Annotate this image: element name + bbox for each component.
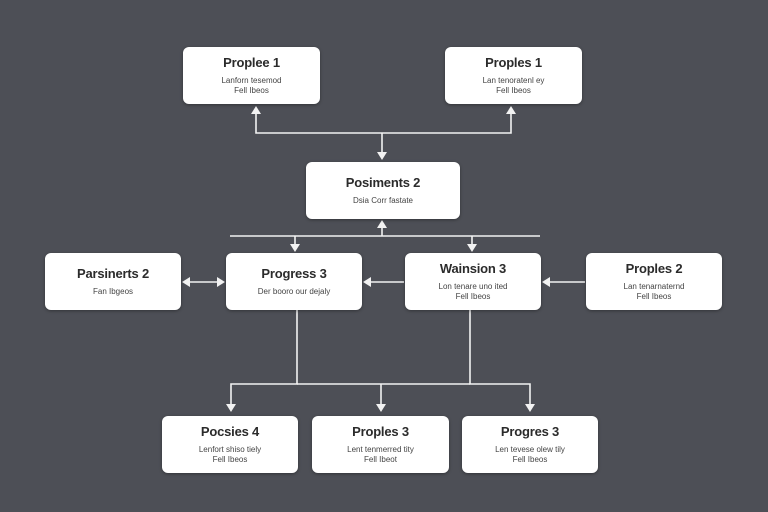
arrowhead — [377, 152, 387, 160]
node-bottom-right[interactable]: Progres 3 Len tevese olew tily Fell Ibeo… — [462, 416, 598, 473]
node-subtitle: Lan tenarnaternd — [623, 282, 685, 291]
node-title: Posiments 2 — [345, 175, 421, 190]
node-title: Pocsies 4 — [200, 424, 260, 439]
node-center[interactable]: Posiments 2 Dsia Corr fastate — [306, 162, 460, 219]
node-title: Progres 3 — [500, 424, 560, 439]
node-subtitle: Fell Ibeos — [455, 292, 491, 301]
node-subtitle: Fell Ibeos — [496, 86, 531, 95]
node-title: Proples 1 — [485, 55, 542, 70]
node-title: Proples 2 — [625, 261, 683, 276]
arrowhead — [542, 277, 550, 287]
node-mid-left[interactable]: Progress 3 Der booro our dejaly — [226, 253, 362, 310]
node-top-left[interactable]: Proplee 1 Lanforn tesemod Fell Ibeos — [183, 47, 320, 104]
node-subtitle: Lanforn tesemod — [221, 76, 282, 85]
node-title: Parsinerts 2 — [76, 266, 150, 281]
node-subtitle: Lan tenoratenl ey — [482, 76, 545, 85]
node-mid-far-left[interactable]: Parsinerts 2 Fan Ibgeos — [45, 253, 181, 310]
node-subtitle: Fell Ibeos — [234, 86, 269, 95]
connector-center-to-top — [255, 112, 512, 134]
node-mid-right[interactable]: Wainsion 3 Lon tenare uno ited Fell Ibeo… — [405, 253, 541, 310]
arrowhead — [217, 277, 225, 287]
node-bottom-mid[interactable]: Proples 3 Lent tenmerred tity Fell Ibeot — [312, 416, 449, 473]
connector-midleft-bottom — [230, 310, 298, 406]
node-subtitle: Der booro our dejaly — [257, 287, 331, 296]
arrowhead — [525, 404, 535, 412]
connector-midright-bottom — [469, 310, 531, 406]
node-subtitle: Lenfort shiso tiely — [198, 445, 262, 454]
node-title: Wainsion 3 — [439, 261, 507, 276]
node-subtitle: Fell Ibeos — [512, 455, 548, 464]
node-title: Proples 3 — [352, 424, 409, 439]
arrowhead — [226, 404, 236, 412]
node-subtitle: Fell Ibeos — [636, 292, 672, 301]
node-subtitle: Fell Ibeot — [364, 455, 397, 464]
node-bottom-left[interactable]: Pocsies 4 Lenfort shiso tiely Fell Ibeos — [162, 416, 298, 473]
arrowhead — [376, 404, 386, 412]
node-title: Progress 3 — [261, 266, 327, 281]
node-top-right[interactable]: Proples 1 Lan tenoratenl ey Fell Ibeos — [445, 47, 582, 104]
arrowhead — [467, 244, 477, 252]
node-subtitle: Dsia Corr fastate — [352, 196, 414, 205]
node-subtitle: Lon tenare uno ited — [438, 282, 508, 291]
arrowhead — [290, 244, 300, 252]
node-subtitle: Fell Ibeos — [212, 455, 248, 464]
arrowhead — [182, 277, 190, 287]
arrowhead — [251, 106, 261, 114]
arrowhead — [363, 277, 371, 287]
arrowhead — [377, 220, 387, 228]
node-subtitle: Len tevese olew tily — [495, 445, 565, 454]
arrowhead — [506, 106, 516, 114]
node-subtitle: Lent tenmerred tity — [347, 445, 414, 454]
node-subtitle: Fan Ibgeos — [92, 287, 134, 296]
node-title: Proplee 1 — [223, 55, 280, 70]
node-mid-far-right[interactable]: Proples 2 Lan tenarnaternd Fell Ibeos — [586, 253, 722, 310]
